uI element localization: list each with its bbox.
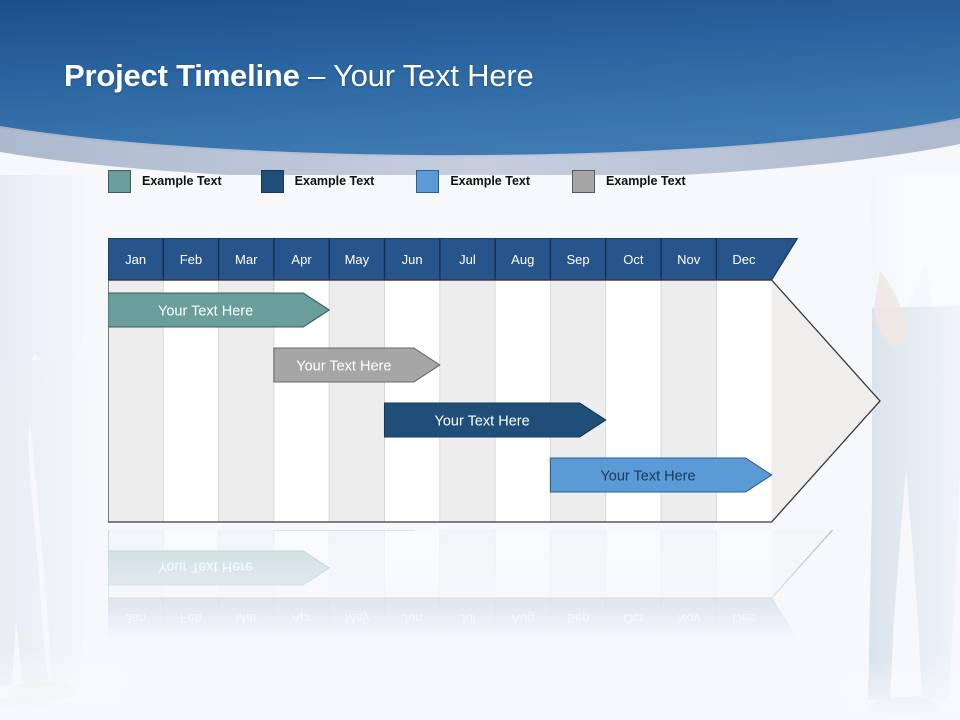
legend-item: Example Text <box>108 168 222 194</box>
month-column-jul <box>439 280 496 522</box>
page-title-bold: Project Timeline <box>64 58 300 93</box>
month-header-label-apr[interactable]: Apr <box>291 611 312 626</box>
background-person-left-photo <box>0 120 124 720</box>
month-header-row <box>108 598 798 640</box>
timeline-bar-label: Your Text Here <box>600 469 695 485</box>
month-header-label-jan[interactable]: Jan <box>125 611 146 626</box>
timeline-bar-label: Your Text Here <box>296 359 391 375</box>
month-header-row <box>108 238 798 280</box>
month-header-label-jul[interactable]: Jul <box>459 252 476 267</box>
legend-item: Example Text <box>572 168 686 194</box>
month-header-label-mar[interactable]: Mar <box>235 611 258 626</box>
timeline-chart-svg: Jan Feb Mar Apr May Jun Jul Aug Sep Oct Nov DecYour… <box>108 238 881 523</box>
month-header-label-apr[interactable]: Apr <box>291 252 312 267</box>
page-title-rest: Your Text Here <box>333 58 534 93</box>
month-header-label-jun[interactable]: Jun <box>402 611 423 626</box>
legend-item-label: Example Text <box>606 174 686 188</box>
timeline-bar[interactable]: Your Text Here <box>108 292 331 328</box>
timeline-bar[interactable]: Your Text Here <box>549 457 773 493</box>
legend-item-label: Example Text <box>294 174 375 188</box>
timeline-bar-shape[interactable] <box>383 402 607 438</box>
legend-item: Example Text <box>416 168 530 194</box>
month-header-label-oct[interactable]: Oct <box>623 611 644 626</box>
legend: Example Text Example Text Example Text Exam… <box>108 168 686 194</box>
timeline-bar-shape[interactable] <box>107 550 331 586</box>
month-header-label-oct[interactable]: Oct <box>623 252 644 267</box>
month-header-label-nov[interactable]: Nov <box>677 611 701 626</box>
month-header-label-feb[interactable]: Feb <box>180 611 202 626</box>
month-header-label-may[interactable]: May <box>345 611 370 626</box>
legend-item-label: Example Text <box>450 174 531 188</box>
timeline-bar-shape[interactable] <box>108 292 331 328</box>
month-header-label-jul[interactable]: Jul <box>459 611 476 626</box>
month-header-label-aug[interactable]: Aug <box>511 611 534 626</box>
legend-item-label: Example Text <box>142 174 222 188</box>
month-column-jun <box>384 280 440 522</box>
legend-swatch-icon <box>260 169 284 193</box>
legend-swatch-icon <box>572 169 596 193</box>
page-title: Project Timeline – Your Text Here <box>64 58 534 94</box>
legend-swatch-icon <box>416 169 440 193</box>
month-header-label-may[interactable]: May <box>345 252 370 267</box>
month-header-label-sep[interactable]: Sep <box>566 611 589 626</box>
month-header-label-sep[interactable]: Sep <box>566 252 589 267</box>
timeline-bar-label: Your Text Here <box>435 414 530 430</box>
month-header-label-jun[interactable]: Jun <box>402 252 423 267</box>
timeline-bar-label: Your Text Here <box>158 559 253 575</box>
header-row-border <box>107 597 799 641</box>
month-column-aug <box>495 280 551 522</box>
legend-item: Example Text <box>260 168 375 194</box>
legend-swatch-icon <box>108 169 131 193</box>
month-header-label-mar[interactable]: Mar <box>235 252 258 267</box>
month-column-may <box>329 280 385 522</box>
month-header-label-aug[interactable]: Aug <box>511 252 534 267</box>
timeline-bar-shape[interactable] <box>549 457 773 493</box>
month-header-label-nov[interactable]: Nov <box>677 252 701 267</box>
month-header-label-dec[interactable]: Dec <box>732 252 756 267</box>
timeline-bar[interactable]: Your Text Here <box>383 402 607 438</box>
chart-reflection: Jan Feb Mar Apr May Jun Jul Aug Sep Oct Nov Dec Your… <box>107 355 883 641</box>
timeline-bar-shape[interactable] <box>273 347 441 383</box>
month-header-label-jan[interactable]: Jan <box>125 252 146 267</box>
chart-body-outline <box>108 279 881 523</box>
timeline-bar-label: Your Text Here <box>158 304 253 320</box>
timeline-bar[interactable]: Your Text Here <box>107 550 331 586</box>
month-header-label-feb[interactable]: Feb <box>180 252 202 267</box>
page-title-dash: – <box>299 58 334 93</box>
month-header-label-dec[interactable]: Dec <box>732 611 756 626</box>
timeline-bar[interactable]: Your Text Here <box>273 347 441 383</box>
